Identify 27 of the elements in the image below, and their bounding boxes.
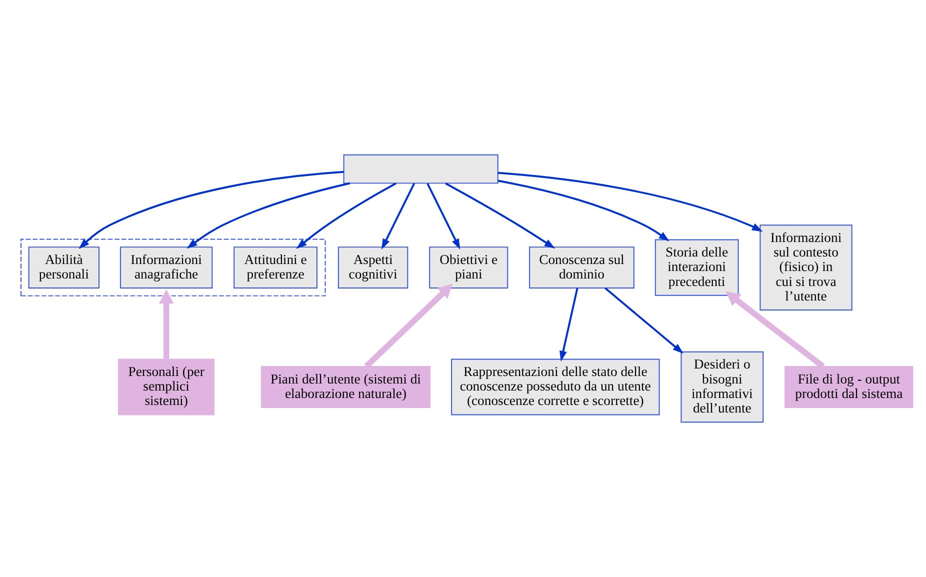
node-box: Piani dell’utente (sistemi di elaborazione naturale): [260, 366, 431, 408]
node-box: Conoscenza sul dominio: [529, 246, 634, 288]
arrow: [498, 172, 763, 232]
arrow: [445, 182, 556, 249]
arrow: [296, 182, 396, 249]
node-box: Informazioni sul contesto (fisico) in cui si trova l’utente: [760, 224, 852, 310]
arrow: [158, 290, 174, 359]
arrow: [186, 182, 350, 249]
node-box: Personali (per semplici sistemi): [118, 358, 215, 416]
arrow: [604, 287, 684, 354]
arrow: [560, 288, 578, 362]
arrow: [364, 284, 453, 368]
node-box: Obiettivi e piani: [429, 246, 508, 288]
node-box: Desideri o bisogni informativi dell’utente: [680, 351, 764, 423]
node-box: Aspetti cognitivi: [338, 246, 408, 288]
arrow: [381, 183, 416, 250]
arrow: [498, 180, 670, 242]
node-box: [343, 154, 498, 184]
node-box: Abilità personali: [28, 246, 100, 288]
node-box: Storia delle interazioni precedenti: [654, 239, 739, 296]
node-box: File di log - output prodotti dal sistema: [784, 366, 914, 408]
arrow: [78, 170, 344, 250]
node-box: Informazioni anagrafiche: [120, 246, 213, 288]
arrow: [426, 183, 460, 250]
node-box: Rappresentazioni delle stato delle conoscenze posseduto da un utente (conoscenze corrette e scorrette): [451, 358, 660, 416]
arrow: [726, 291, 825, 369]
node-box: Attitudini e preferenze: [234, 246, 318, 288]
